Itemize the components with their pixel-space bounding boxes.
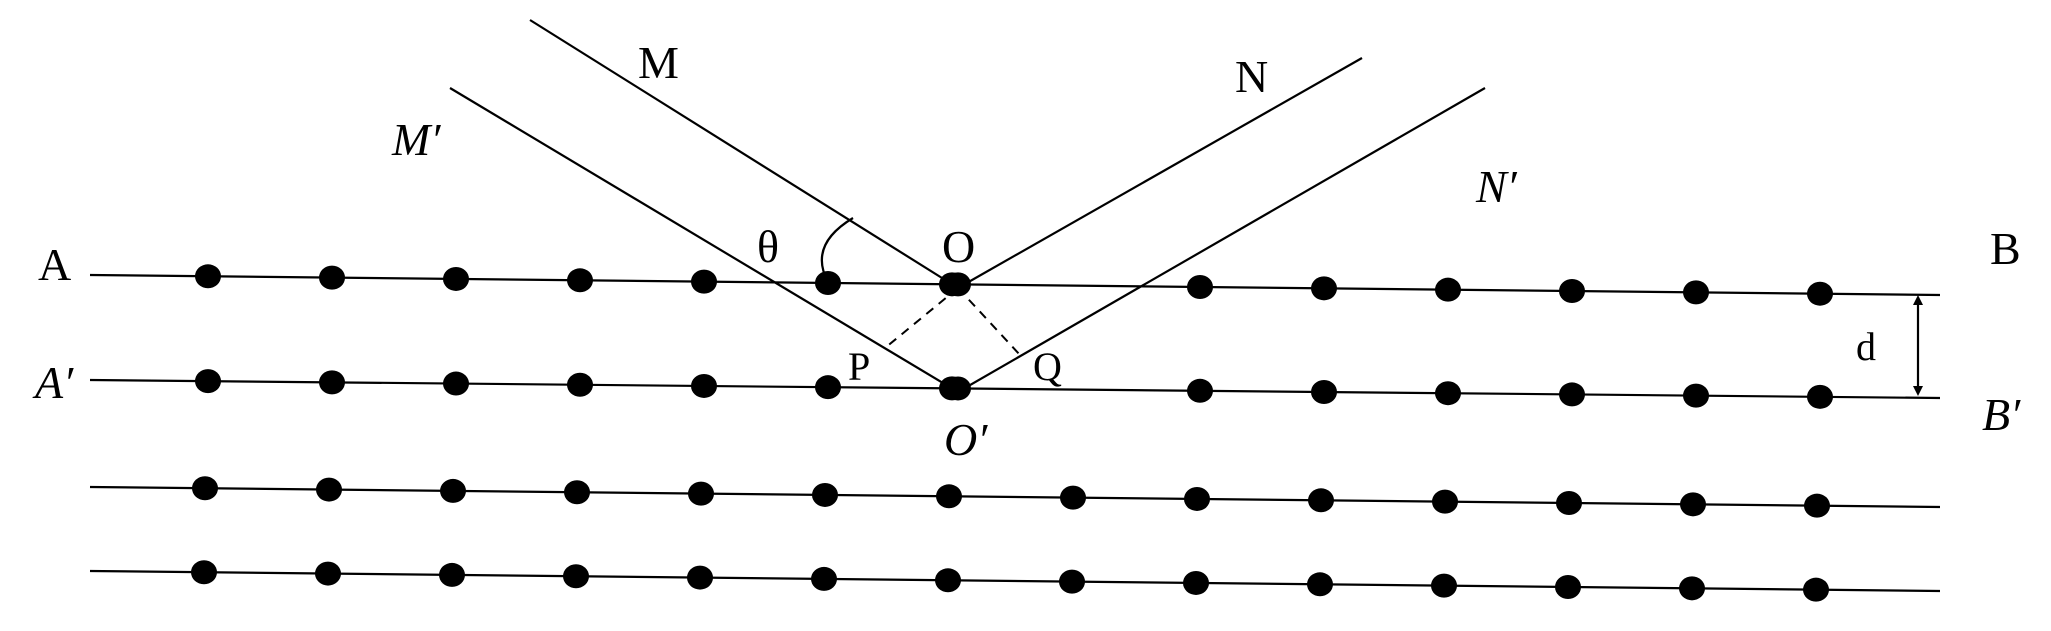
rays <box>449 19 1486 393</box>
path-difference-oq <box>957 287 1021 356</box>
lattice-atom <box>1184 486 1210 511</box>
lattice-atom <box>945 376 971 401</box>
lattice-atom <box>192 476 218 501</box>
lattice-atom <box>815 375 841 400</box>
label-a-prime: A′ <box>32 357 74 408</box>
lattice-atom <box>1059 569 1085 594</box>
lattice-atom <box>935 568 961 593</box>
lattice-atom <box>195 369 221 394</box>
lattice-atom <box>1060 485 1086 510</box>
lattice-atom <box>1311 380 1337 405</box>
lattice-atom <box>315 561 341 586</box>
label-theta: θ <box>757 221 779 272</box>
lattice-atom <box>319 370 345 395</box>
lattice-atom <box>815 270 841 295</box>
label-n: N <box>1235 51 1268 102</box>
lattice-atom <box>1187 275 1213 299</box>
lattice-atom <box>1311 276 1337 301</box>
lattice-atom <box>1431 573 1457 598</box>
plane-line-4 <box>89 569 1941 593</box>
lattice-atom <box>812 482 838 507</box>
lattice-atom <box>936 484 962 509</box>
lattice-atom <box>1435 277 1461 302</box>
reflected-ray-n <box>957 57 1363 289</box>
lattice-atom <box>1807 384 1833 409</box>
lattice-atom <box>691 373 717 398</box>
labels: M M′ N N′ A A′ B B′ O O′ P Q θ d <box>32 37 2021 465</box>
lattice-atom <box>687 565 713 590</box>
lattice-atom <box>811 566 837 591</box>
lattice-atom <box>443 266 469 291</box>
label-a: A <box>38 239 71 290</box>
label-m: M <box>638 37 679 88</box>
theta-arc <box>820 217 854 283</box>
lattice-atom <box>945 272 971 297</box>
lattice-atom <box>1683 280 1709 305</box>
lattice-atom <box>1432 489 1458 514</box>
lattice-atom <box>1559 279 1585 304</box>
lattice-atom <box>1804 493 1830 518</box>
lattice-atom <box>1555 574 1581 599</box>
path-difference-op <box>884 287 959 349</box>
lattice-atom <box>567 268 593 293</box>
lattice-atom <box>1680 492 1706 517</box>
lattice-atom <box>316 477 342 502</box>
plane-line-a-prime-b-prime <box>89 378 1941 400</box>
lattice-atom <box>1807 281 1833 306</box>
plane-line-ab <box>89 273 1941 297</box>
incident-ray-m <box>529 19 959 289</box>
lattice-atom <box>439 562 465 587</box>
lattice-atom <box>691 269 717 294</box>
label-d: d <box>1856 324 1876 369</box>
lattice-atoms <box>191 264 1833 602</box>
label-o: O <box>942 221 975 272</box>
lattice-atom <box>319 265 345 290</box>
incident-ray-m-prime <box>449 87 959 393</box>
reflected-ray-n-prime <box>957 87 1486 393</box>
label-b: B <box>1990 223 2021 274</box>
label-o-prime: O′ <box>944 414 988 465</box>
lattice-atom <box>1308 488 1334 513</box>
plane-line-3 <box>89 485 1941 509</box>
lattice-atom <box>1187 378 1213 403</box>
label-m-prime: M′ <box>391 114 441 165</box>
label-b-prime: B′ <box>1982 389 2021 440</box>
lattice-atom <box>443 371 469 396</box>
lattice-atom <box>1307 572 1333 597</box>
lattice-atom <box>567 372 593 397</box>
lattice-atom <box>1556 490 1582 515</box>
lattice-planes <box>89 273 1941 593</box>
lattice-atom <box>1803 577 1829 602</box>
lattice-atom <box>563 564 589 589</box>
lattice-atom <box>564 480 590 505</box>
lattice-atom <box>1559 382 1585 407</box>
lattice-atom <box>1683 383 1709 408</box>
lattice-atom <box>1679 576 1705 601</box>
label-p: P <box>848 344 870 389</box>
label-n-prime: N′ <box>1475 161 1518 212</box>
lattice-atom <box>688 481 714 506</box>
lattice-atom <box>191 560 217 585</box>
lattice-atom <box>1435 381 1461 406</box>
label-q: Q <box>1033 344 1062 389</box>
lattice-atom <box>195 264 221 289</box>
lattice-atom <box>440 478 466 503</box>
lattice-atom <box>1183 570 1209 595</box>
